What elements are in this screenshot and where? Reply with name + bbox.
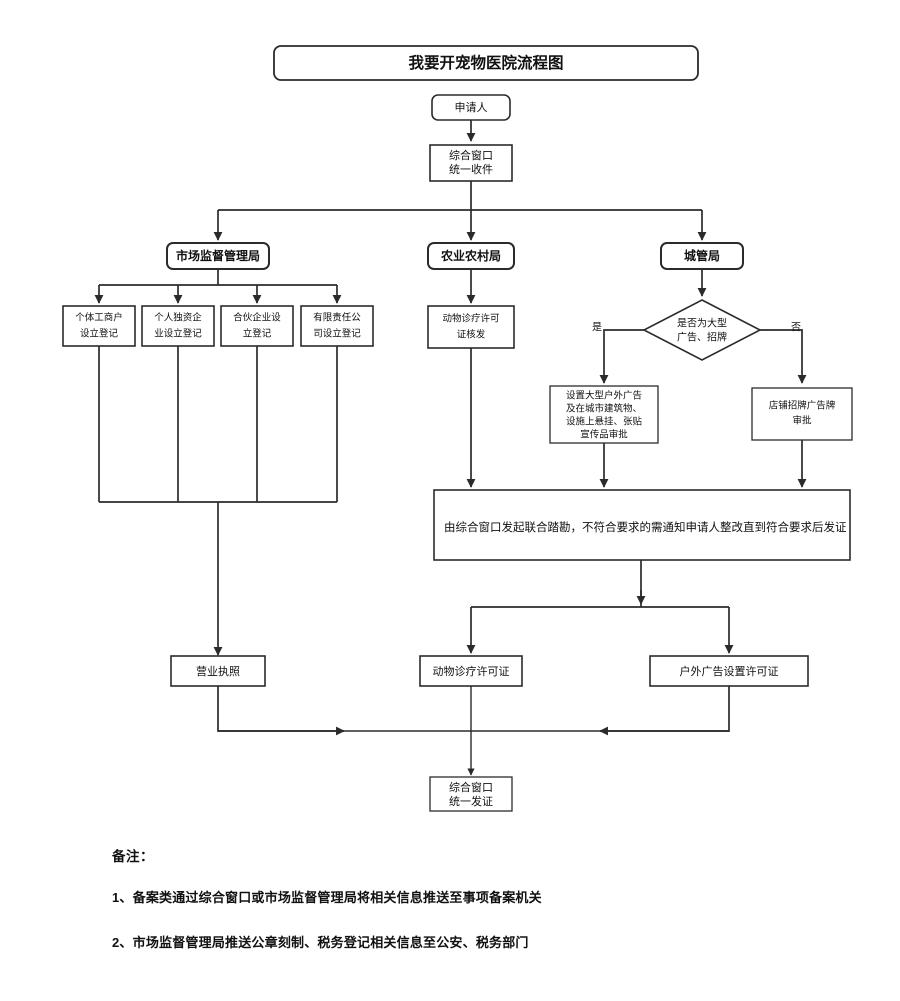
intake-box[interactable] <box>429 144 513 182</box>
issue-line2: 统一发证 <box>449 794 493 808</box>
reg-partnership-box[interactable] <box>220 305 294 347</box>
node-shop-signboard[interactable]: 店铺招牌广告牌 审批 <box>751 387 853 441</box>
node-animal-license-issue[interactable]: 动物诊疗许可 证核发 <box>427 305 515 349</box>
node-reg-sole[interactable]: 个人独资企 业设立登记 <box>141 305 215 347</box>
joint-survey-box[interactable] <box>433 489 851 561</box>
animal-license-issue-box[interactable] <box>427 305 515 349</box>
issue-line1: 综合窗口 <box>449 780 493 794</box>
shop-signboard-line2: 审批 <box>792 415 812 427</box>
notes-heading: 备注： <box>112 849 154 864</box>
result-business-license-label: 营业执照 <box>196 664 240 678</box>
applicant-label: 申请人 <box>455 101 488 114</box>
connector-decision-no <box>760 329 807 384</box>
animal-license-issue-line1: 动物诊疗许可 <box>442 313 499 325</box>
title-text: 我要开宠物医院流程图 <box>408 53 563 72</box>
issue-box[interactable] <box>429 776 513 812</box>
reg-individual-box[interactable] <box>62 305 136 347</box>
reg-limited-line1: 有限责任公 <box>313 312 361 324</box>
reg-sole-line1: 个人独资企 <box>154 312 202 324</box>
market-bureau-label: 市场监督管理局 <box>176 248 260 263</box>
shop-signboard-box[interactable] <box>751 387 853 441</box>
result-business-license-box[interactable] <box>170 655 266 687</box>
animal-license-issue-line2: 证核发 <box>457 329 486 341</box>
large-outdoor-ad-line4: 宣传品审批 <box>580 429 628 441</box>
shop-signboard-line1: 店铺招牌广告牌 <box>769 400 836 412</box>
node-reg-limited[interactable]: 有限责任公 司设立登记 <box>300 305 374 347</box>
notes-section: 备注： 1、备案类通过综合窗口或市场监督管理局将相关信息推送至事项备案机关 2、… <box>112 845 812 977</box>
branch-label-no: 否 <box>791 322 801 334</box>
intake-label-line1: 综合窗口 <box>449 148 493 162</box>
joint-survey-text: 由综合窗口发起联合踏勘，不符合要求的需通知申请人整改直到符合要求后发证 <box>444 520 847 534</box>
connector-decision-yes <box>599 329 644 384</box>
note-item-2: 2、市场监督管理局推送公章刻制、税务登记相关信息至公安、税务部门 <box>112 935 529 950</box>
large-outdoor-ad-line3: 设施上悬挂、张贴 <box>566 416 643 428</box>
reg-sole-line2: 业设立登记 <box>154 328 202 340</box>
node-result-business-license[interactable]: 营业执照 <box>170 655 266 687</box>
title-box <box>273 45 699 81</box>
reg-partnership-line2: 立登记 <box>243 328 272 340</box>
node-intake[interactable]: 综合窗口 统一收件 <box>429 144 513 182</box>
large-outdoor-ad-line1: 设置大型户外广告 <box>566 390 642 402</box>
result-outdoor-ad-permit-box[interactable] <box>649 655 809 687</box>
note-item-1: 1、备案类通过综合窗口或市场监督管理局将相关信息推送至事项备案机关 <box>112 890 542 905</box>
node-reg-individual[interactable]: 个体工商户 设立登记 <box>62 305 136 347</box>
node-decision-large-ad[interactable]: 是否为大型 广告、招牌 <box>642 299 762 361</box>
intake-label-line2: 统一收件 <box>449 162 493 176</box>
branch-label-yes: 是 <box>592 322 602 334</box>
node-market-bureau[interactable]: 市场监督管理局 <box>166 242 270 270</box>
result-animal-license-label: 动物诊疗许可证 <box>433 664 510 678</box>
node-joint-survey[interactable]: 由综合窗口发起联合踏勘，不符合要求的需通知申请人整改直到符合要求后发证 <box>433 489 851 561</box>
result-outdoor-ad-permit-label: 户外广告设置许可证 <box>680 664 779 678</box>
decision-large-ad-diamond[interactable] <box>642 299 762 361</box>
reg-partnership-line1: 合伙企业设 <box>233 312 281 324</box>
connector-business-license-to-final-bus <box>217 686 345 736</box>
reg-individual-line1: 个体工商户 <box>75 312 123 324</box>
node-large-outdoor-ad[interactable]: 设置大型户外广告 及在城市建筑物、 设施上悬挂、张贴 宣传品审批 <box>549 385 659 444</box>
urban-bureau-label: 城管局 <box>684 248 720 263</box>
node-agriculture-bureau[interactable]: 农业农村局 <box>427 242 515 270</box>
connector-outdoor-permit-to-final-bus <box>599 686 730 736</box>
node-reg-partnership[interactable]: 合伙企业设 立登记 <box>220 305 294 347</box>
decision-large-ad-line1: 是否为大型 <box>677 317 727 330</box>
large-outdoor-ad-line2: 及在城市建筑物、 <box>566 403 642 415</box>
node-result-animal-license[interactable]: 动物诊疗许可证 <box>419 655 523 687</box>
reg-limited-line2: 司设立登记 <box>313 328 361 340</box>
node-applicant[interactable]: 申请人 <box>431 94 511 121</box>
chart-title: 我要开宠物医院流程图 <box>273 45 699 81</box>
reg-sole-box[interactable] <box>141 305 215 347</box>
reg-individual-line2: 设立登记 <box>80 328 119 340</box>
decision-large-ad-line2: 广告、招牌 <box>677 331 727 344</box>
node-urban-bureau[interactable]: 城管局 <box>660 242 744 270</box>
node-issue[interactable]: 综合窗口 统一发证 <box>429 776 513 812</box>
agriculture-bureau-label: 农业农村局 <box>440 248 501 263</box>
node-result-outdoor-ad-permit[interactable]: 户外广告设置许可证 <box>649 655 809 687</box>
